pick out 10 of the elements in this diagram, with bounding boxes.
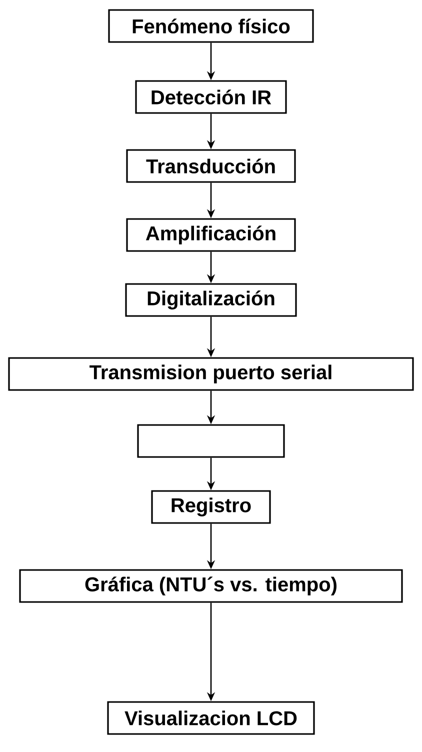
- process-box: Gráfica (NTU´s vs. tiempo): [19, 569, 403, 603]
- process-box: Transducción: [126, 149, 296, 183]
- process-box: Detección IR: [135, 80, 287, 114]
- process-box: Fenómeno físico: [108, 9, 314, 43]
- process-box: Registro: [151, 490, 271, 524]
- process-box: Digitalización: [125, 283, 297, 317]
- process-box: Transmision puerto serial: [8, 357, 414, 391]
- process-box: Amplificación: [126, 218, 296, 252]
- empty-box: [137, 424, 285, 458]
- process-box: Visualizacion LCD: [107, 701, 315, 735]
